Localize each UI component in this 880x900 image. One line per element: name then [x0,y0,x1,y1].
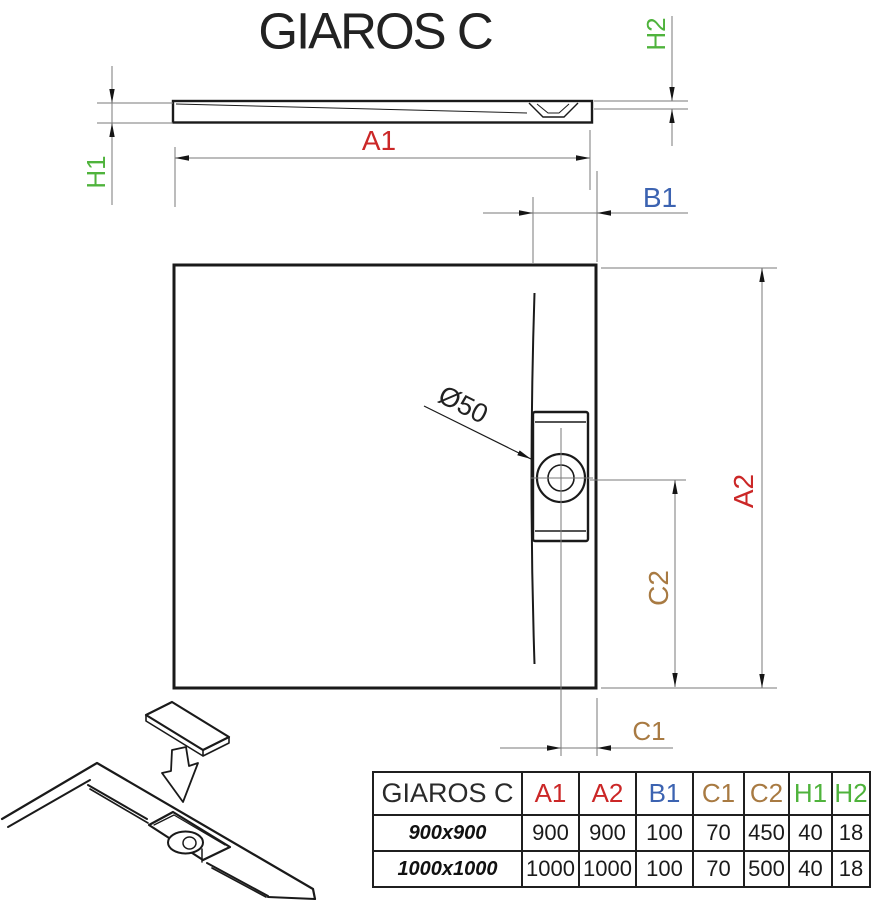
size-label: 900x900 [372,814,523,852]
side-view [171,99,594,124]
drain-detail-view [0,700,317,900]
tray-corner-bottom-edge [267,896,316,900]
col-header-a2: A2 [578,771,637,816]
drain-insert-inner-edge [153,814,226,846]
channel-lower-left [89,788,149,824]
dim-label-a2: A2 [728,473,759,509]
table-product-name: GIAROS C [372,771,523,816]
drain-recess-inner [536,103,570,114]
dim-label-c1: C1 [632,716,666,746]
tray-floor-slope-line [175,103,528,114]
col-header-h2: H2 [831,771,871,816]
assembly-down-arrow-icon [161,746,199,803]
value-cell: 100 [635,814,694,852]
drain-recess-outer [528,102,579,118]
channel-lower-right [211,867,267,898]
value-cell: 100 [635,850,694,888]
value-cell: 900 [521,814,580,852]
value-cell: 450 [743,814,790,852]
channel-upper-right [206,862,269,897]
dimensions-table: GIAROS C A1 A2 B1 C1 C2 H1 H2 900x900 90… [372,771,871,888]
col-header-c1: C1 [692,771,745,816]
channel-upper-left [87,784,148,820]
cover-plate-top [144,700,231,752]
value-cell: 40 [788,850,833,888]
value-cell: 40 [788,814,833,852]
drain-hole-inner [182,836,197,850]
col-header-a1: A1 [521,771,580,816]
table-row-900: 900x900 900 900 100 70 450 40 18 [372,814,871,852]
dim-label-c2: C2 [643,570,674,606]
col-header-h1: H1 [788,771,833,816]
dim-label-a1: A1 [361,125,397,156]
drain-channel-arc [530,292,536,665]
dim-label-h2: H2 [641,17,671,51]
col-header-c2: C2 [743,771,790,816]
value-cell: 500 [743,850,790,888]
diameter-leader-line [423,405,532,460]
dim-label-h1: H1 [81,155,111,189]
table-row-1000: 1000x1000 1000 1000 100 70 500 40 18 [372,850,871,888]
value-cell: 18 [831,814,871,852]
value-cell: 70 [692,814,745,852]
tray-profile-outline [171,99,594,124]
page-title: GIAROS C [258,2,493,60]
value-cell: 18 [831,850,871,888]
tray-outline [172,263,598,690]
tray-rim-line [7,779,91,828]
cover-plate-thickness [145,714,230,757]
value-cell: 900 [578,814,637,852]
value-cell: 70 [692,850,745,888]
plan-view [172,263,598,690]
table-header-row: GIAROS C A1 A2 B1 C1 C2 H1 H2 [372,771,871,816]
dimension-lines [97,16,777,756]
value-cell: 1000 [578,850,637,888]
drain-hole-outer [167,830,204,855]
tray-corner-edges [0,761,317,900]
dim-label-b1: B1 [642,182,678,213]
col-header-b1: B1 [635,771,694,816]
value-cell: 1000 [521,850,580,888]
size-label: 1000x1000 [372,850,523,888]
